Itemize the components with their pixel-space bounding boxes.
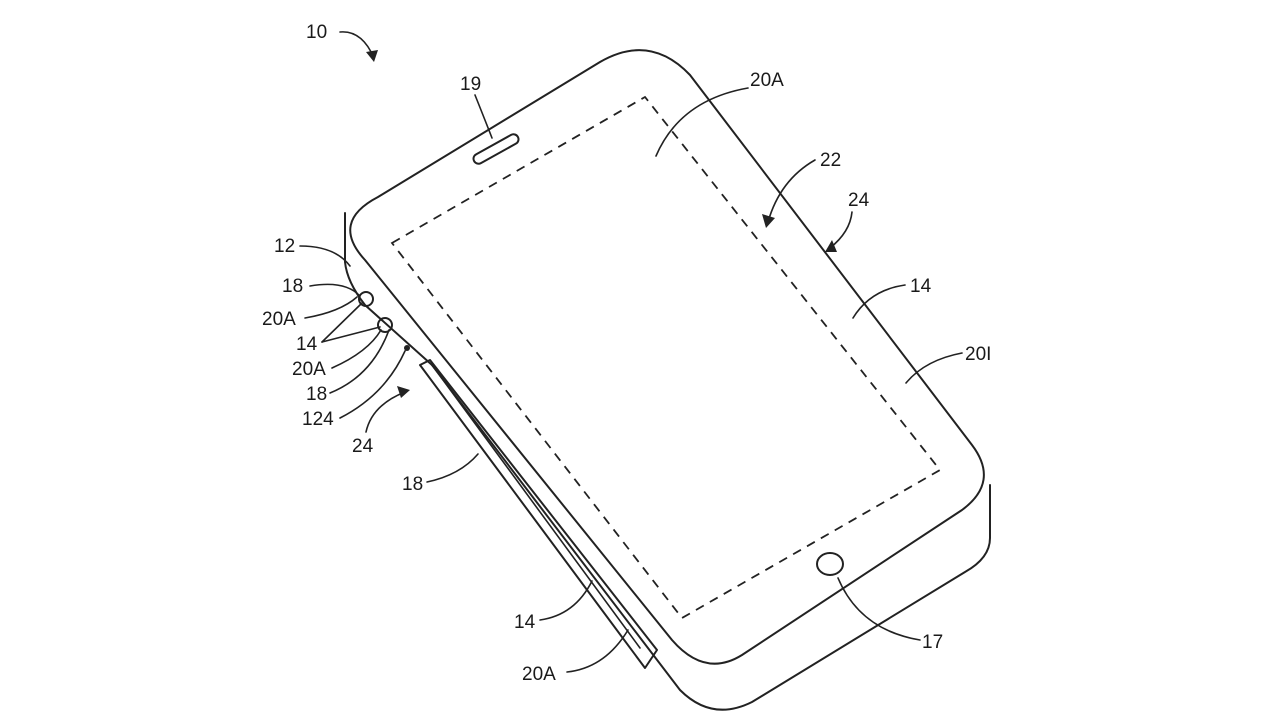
leader-lines xyxy=(299,31,963,673)
label-124: 124 xyxy=(302,409,334,430)
leader-18-c xyxy=(426,453,479,483)
label-14-right: 14 xyxy=(910,276,932,297)
leader-14-left-b xyxy=(321,326,381,343)
label-10: 10 xyxy=(306,22,327,43)
arrowhead-24-left xyxy=(397,386,410,398)
leader-12 xyxy=(299,245,351,267)
label-24-right: 24 xyxy=(848,190,870,211)
label-18-c: 18 xyxy=(402,474,423,495)
side-port-dot xyxy=(404,345,410,351)
leader-20I xyxy=(905,352,963,384)
arrowhead-22 xyxy=(762,214,775,228)
label-20A-left-b: 20A xyxy=(292,359,326,380)
leader-20A-top xyxy=(655,87,749,157)
leader-17 xyxy=(837,577,921,641)
home-button xyxy=(816,552,844,576)
leader-14-right xyxy=(852,284,906,319)
leader-124 xyxy=(339,350,406,419)
leader-19 xyxy=(474,94,493,139)
leader-20A-bottom xyxy=(566,629,629,673)
leader-24-left xyxy=(365,391,406,433)
side-button-lower xyxy=(377,317,393,333)
label-24-left: 24 xyxy=(352,436,374,457)
label-12: 12 xyxy=(274,236,295,257)
label-14-bottom: 14 xyxy=(514,612,536,633)
bottom-side-edge xyxy=(431,364,991,711)
leader-14-bottom xyxy=(539,580,593,621)
speaker-slot xyxy=(472,133,520,165)
label-14-left: 14 xyxy=(296,334,318,355)
side-strip xyxy=(419,359,658,669)
leader-14-left-a xyxy=(321,302,363,343)
leader-18-b xyxy=(329,329,390,394)
label-20A-top: 20A xyxy=(750,70,784,91)
side-button-upper xyxy=(358,291,374,307)
leader-20A-left-a xyxy=(304,296,358,319)
label-17: 17 xyxy=(922,632,943,653)
label-20A-bottom: 20A xyxy=(522,664,556,685)
label-20I: 20I xyxy=(965,344,991,365)
leader-20A-left-b xyxy=(331,329,382,369)
label-18-a: 18 xyxy=(282,276,303,297)
reference-labels: 10 19 20A 22 24 14 20I 12 18 20A 14 20A … xyxy=(262,22,991,685)
label-22: 22 xyxy=(820,150,841,171)
display-area-dashed xyxy=(390,95,942,620)
label-20A-left-a: 20A xyxy=(262,309,296,330)
leader-18-a xyxy=(309,283,361,297)
device-body xyxy=(344,49,991,711)
arrowhead-24-right xyxy=(825,240,837,252)
label-19: 19 xyxy=(460,74,481,95)
side-bevel-line xyxy=(431,364,641,649)
arrowhead-10 xyxy=(366,50,378,62)
leader-22 xyxy=(767,159,816,223)
label-18-b: 18 xyxy=(306,384,327,405)
leader-24-right xyxy=(829,211,853,249)
front-face-outline xyxy=(349,49,985,665)
